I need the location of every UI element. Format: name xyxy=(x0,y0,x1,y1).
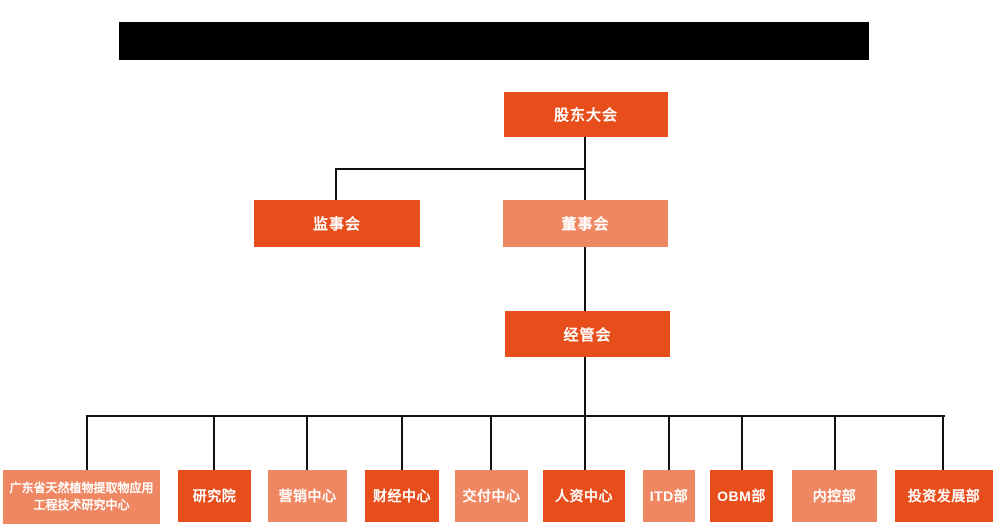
connector-drop-research-institute xyxy=(213,415,215,470)
connector-supervisory-drop xyxy=(335,168,337,200)
connector-distribution-horizontal xyxy=(86,415,945,417)
connector-branch-horizontal xyxy=(335,168,586,170)
dept-node-hr-center: 人资中心 xyxy=(543,470,625,522)
connector-drop-finance-center xyxy=(401,415,403,470)
dept-node-label: 投资发展部 xyxy=(907,488,981,504)
dept-node-label: 广东省天然植物提取物应用工程技术研究中心 xyxy=(9,480,154,512)
connector-board-to-management xyxy=(584,247,586,311)
redacted-title-bar xyxy=(119,22,869,60)
dept-node-label: 研究院 xyxy=(192,488,237,504)
connector-drop-marketing-center xyxy=(306,415,308,470)
org-node-label: 董事会 xyxy=(561,216,610,233)
connector-drop-obm xyxy=(741,415,743,470)
dept-node-label: OBM部 xyxy=(717,488,766,504)
dept-node-obm: OBM部 xyxy=(710,470,773,522)
dept-node-marketing-center: 营销中心 xyxy=(268,470,347,522)
dept-node-label: 内控部 xyxy=(812,488,857,504)
dept-node-delivery-center: 交付中心 xyxy=(455,470,528,522)
connector-drop-internal-control xyxy=(834,415,836,470)
dept-node-investment-development: 投资发展部 xyxy=(895,470,993,522)
org-node-shareholders-meeting: 股东大会 xyxy=(504,92,668,137)
dept-node-label: 交付中心 xyxy=(462,488,521,504)
org-node-label: 经管会 xyxy=(563,326,612,344)
connector-management-down xyxy=(584,357,586,417)
org-node-label: 股东大会 xyxy=(553,107,618,124)
dept-node-itd: ITD部 xyxy=(643,470,695,522)
org-node-label: 监事会 xyxy=(312,216,361,233)
dept-node-research-institute: 研究院 xyxy=(178,470,251,522)
connector-drop-itd xyxy=(668,415,670,470)
org-node-supervisory-board: 监事会 xyxy=(254,200,420,247)
dept-node-label: ITD部 xyxy=(649,488,689,504)
dept-node-finance-center: 财经中心 xyxy=(365,470,439,522)
org-node-management-committee: 经管会 xyxy=(505,311,670,357)
dept-node-label: 人资中心 xyxy=(555,488,613,504)
connector-drop-delivery-center xyxy=(490,415,492,470)
connector-drop-hr-center xyxy=(584,415,586,470)
org-node-board-of-directors: 董事会 xyxy=(503,200,668,247)
dept-node-internal-control: 内控部 xyxy=(792,470,877,522)
connector-drop-investment-development xyxy=(942,415,944,470)
dept-node-research-center: 广东省天然植物提取物应用工程技术研究中心 xyxy=(3,470,160,524)
dept-node-label: 营销中心 xyxy=(278,488,337,504)
connector-drop-research-center xyxy=(86,415,88,470)
dept-node-label: 财经中心 xyxy=(373,488,431,504)
